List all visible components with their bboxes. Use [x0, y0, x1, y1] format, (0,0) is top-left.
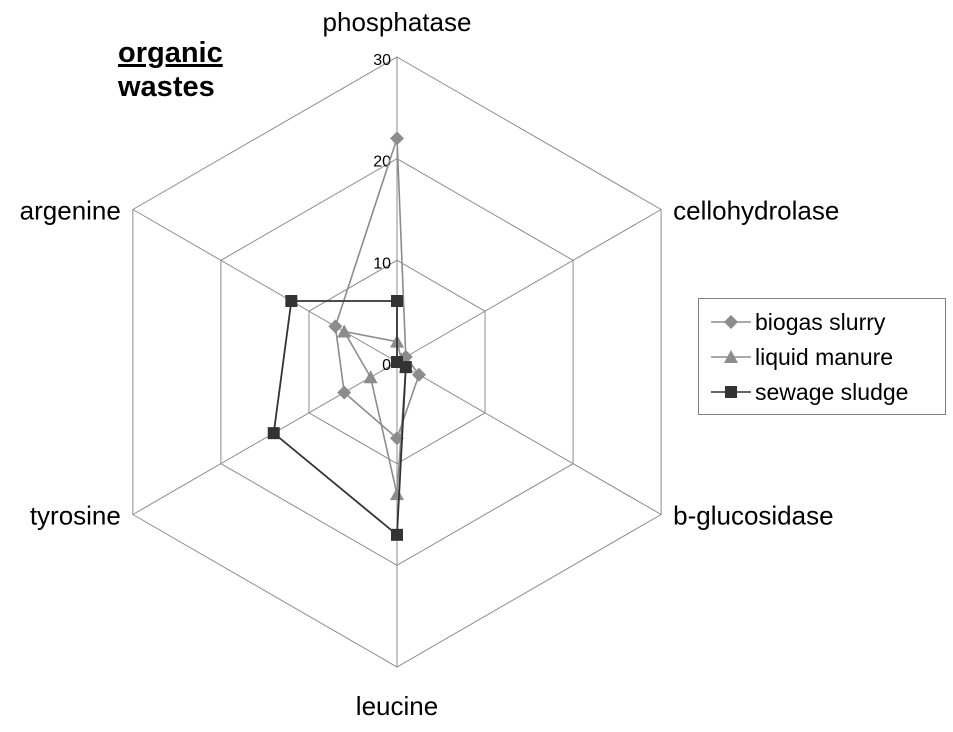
axis-spoke [132, 209, 398, 363]
square-marker [267, 427, 280, 440]
tick-label: 20 [373, 154, 391, 171]
legend-item: liquid manure [699, 342, 945, 372]
axis-label: tyrosine [30, 501, 121, 531]
legend-label: biogas slurry [755, 309, 886, 335]
triangle-legend-marker [724, 350, 738, 363]
tick-label: 10 [373, 255, 391, 272]
diamond-marker [390, 131, 404, 146]
axis-labels: phosphatase cellohydrolase b-glucosidase le… [20, 7, 840, 721]
legend-label: liquid manure [755, 344, 894, 370]
diamond-marker [337, 385, 352, 400]
series-sewage-sludge [267, 295, 412, 541]
square-marker [391, 528, 403, 541]
axis-spoke [396, 361, 662, 515]
series-liquid-manure [337, 324, 413, 501]
diamond-marker [328, 319, 343, 334]
legend-item: biogas slurry [699, 307, 945, 337]
axis-label: b-glucosidase [673, 501, 833, 531]
triangle-marker [390, 487, 404, 501]
square-legend-marker [725, 386, 737, 398]
diamond-marker [412, 367, 427, 382]
square-marker [285, 295, 298, 307]
tick-label: 0 [382, 357, 391, 374]
square-marker [391, 295, 403, 307]
square-marker [399, 361, 412, 374]
legend-label: sewage sludge [755, 379, 909, 405]
chart-title-line-1: organic [118, 37, 223, 69]
legend-item: sewage sludge [699, 377, 945, 407]
diamond-legend-marker [724, 315, 738, 329]
tick-labels: 0 10 20 30 [373, 52, 391, 374]
triangle-marker [337, 324, 352, 338]
legend: biogas slurry liquid manure sewage sludge [698, 298, 946, 415]
legend-swatch [711, 315, 751, 329]
axis-label: argenine [20, 196, 121, 226]
axis-spoke [396, 209, 662, 363]
axis-spoke [132, 361, 398, 515]
axis-label: leucine [356, 691, 438, 721]
axis-label: cellohydrolase [673, 196, 839, 226]
legend-swatch [711, 386, 751, 398]
series-layer [267, 131, 427, 541]
tick-label: 30 [373, 52, 391, 69]
axis-label: phosphatase [323, 7, 472, 37]
series-biogas-slurry [328, 131, 427, 446]
legend-swatch [711, 350, 751, 363]
radar-grid [132, 56, 662, 668]
triangle-marker [363, 370, 378, 384]
chart-title-line-2: wastes [118, 71, 215, 103]
